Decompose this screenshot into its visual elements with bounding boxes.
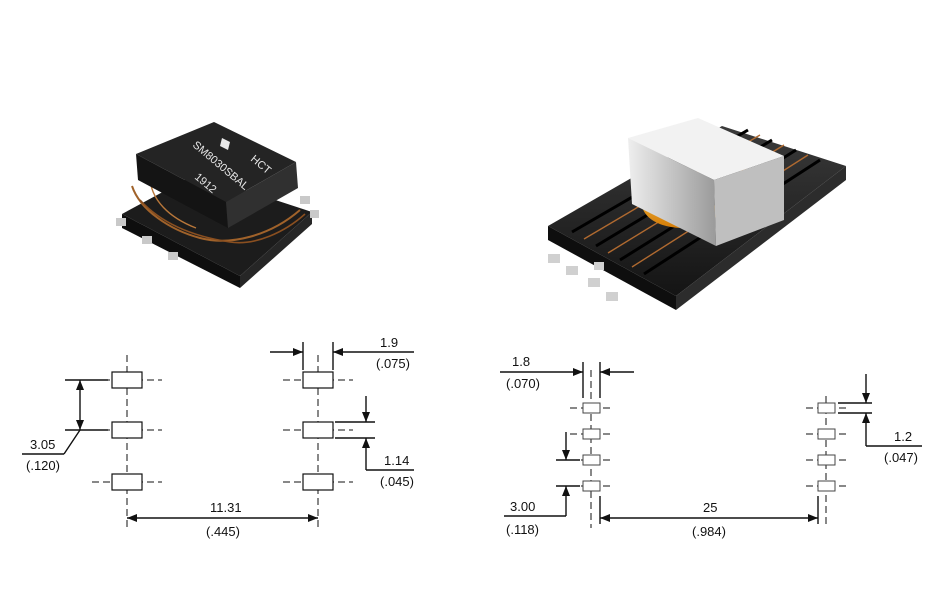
footprint-pad <box>302 473 334 491</box>
footprint-pad <box>111 371 143 389</box>
left-span-in: (.445) <box>206 524 240 539</box>
footprint-pad <box>582 428 601 440</box>
right-pad-height-in: (.047) <box>884 450 918 465</box>
footprint-pad <box>302 421 334 439</box>
footprint-pad <box>582 454 601 466</box>
left-footprint-drawing: 3.05 (.120) 11.31 (.445) 1.9 (.075) 1.14… <box>22 335 414 539</box>
footprint-pad <box>111 473 143 491</box>
footprint-pad <box>302 371 334 389</box>
left-pad-width-in: (.075) <box>376 356 410 371</box>
left-pitch-in: (.120) <box>26 458 60 473</box>
left-pad-height-mm: 1.14 <box>384 453 409 468</box>
right-transformer-photo <box>548 118 846 310</box>
footprint-pad <box>582 480 601 492</box>
left-pitch-mm: 3.05 <box>30 437 55 452</box>
right-footprint-drawing: 1.8 (.070) 3.00 (.118) 25 (.984) 1.2 (.0… <box>500 354 922 539</box>
right-span-mm: 25 <box>703 500 717 515</box>
left-transformer-photo: HCT SM8030SBAL 1912 <box>116 122 319 288</box>
footprint-pad <box>582 402 601 414</box>
left-pad-height-in: (.045) <box>380 474 414 489</box>
right-span-in: (.984) <box>692 524 726 539</box>
right-pitch-mm: 3.00 <box>510 499 535 514</box>
right-pitch-in: (.118) <box>506 522 539 537</box>
footprint-pad <box>817 480 836 492</box>
right-pad-height-mm: 1.2 <box>894 429 912 444</box>
left-span-mm: 11.31 <box>210 500 242 515</box>
right-pad-width-mm: 1.8 <box>512 354 530 369</box>
right-pad-width-in: (.070) <box>506 376 540 391</box>
footprint-pad <box>817 428 836 440</box>
footprint-pad <box>111 421 143 439</box>
left-pad-width-mm: 1.9 <box>380 335 398 350</box>
footprint-pad <box>817 454 836 466</box>
footprint-pad <box>817 402 836 414</box>
